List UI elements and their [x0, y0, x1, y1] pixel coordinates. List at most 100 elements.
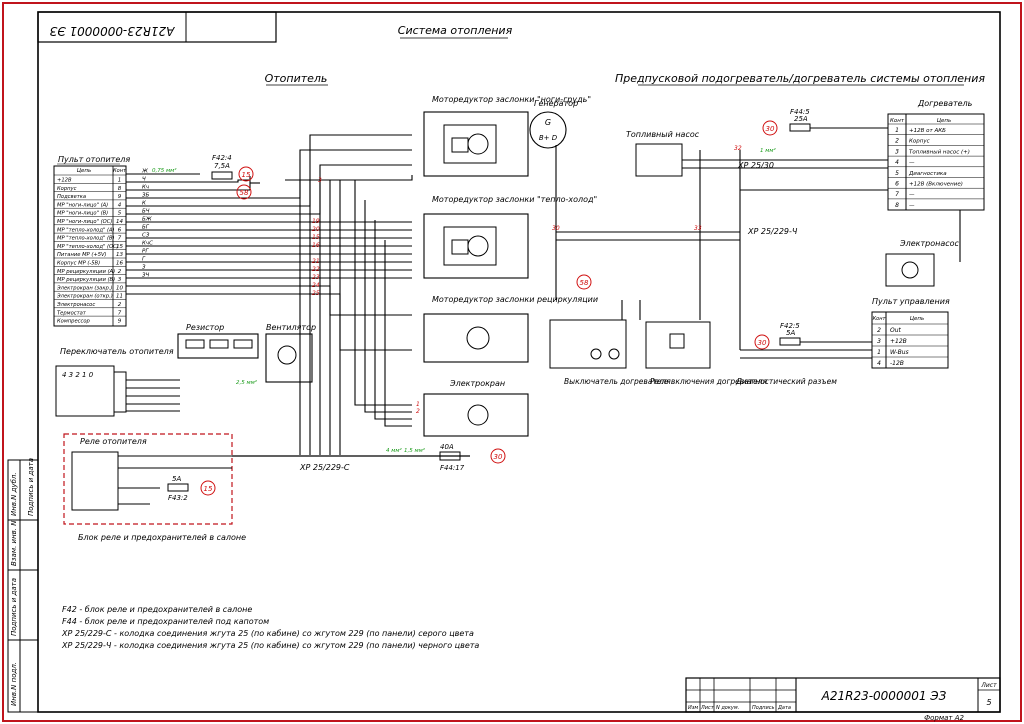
heater2-row-name: —: [909, 192, 915, 198]
svg-text:7,5A: 7,5A: [214, 162, 230, 170]
heater-panel-row-pin: 2: [118, 302, 122, 308]
electrovalve: Электрокран: [423, 379, 529, 437]
svg-text:Моторедуктор заслонки "тепло-х: Моторедуктор заслонки "тепло-холод": [432, 195, 597, 204]
svg-text:30: 30: [766, 125, 775, 133]
svg-text:G: G: [545, 118, 551, 127]
heater-panel-row-name: Электронасос: [56, 302, 95, 308]
heater-panel-row-pin: 11: [116, 294, 123, 300]
stamp-code-rotated: A21R23-0000001 ЭЗ: [49, 24, 175, 38]
heater2-row-pin: 1: [895, 127, 899, 134]
heater2-row-pin: 5: [895, 170, 899, 177]
motor-legs-chest: Моторедуктор заслонки "ноги-грудь": [423, 95, 591, 177]
svg-text:5A: 5A: [786, 329, 795, 337]
heater2-row-name: +12В (Включение): [909, 182, 963, 188]
pin-number: 33: [694, 225, 702, 232]
pin-number: 22: [312, 266, 320, 273]
svg-text:Взам. инв. N: Взам. инв. N: [10, 520, 18, 566]
heater-panel-row-pin: 10: [116, 285, 123, 291]
connector-c: XP 25/229-С: [299, 463, 350, 472]
heater-switch: Переключатель отопителя 4 3 2 1 0: [55, 347, 180, 417]
svg-text:Цепь: Цепь: [910, 316, 925, 322]
svg-text:Конт: Конт: [873, 316, 887, 322]
heater-panel-row-pin: 6: [118, 227, 122, 233]
fuel-pump: Топливный насос: [626, 130, 700, 177]
control-row-name: -12В: [890, 360, 904, 367]
inner-frame: [37, 11, 1001, 713]
wire-size-label: 4 мм²: [386, 447, 403, 454]
control-row-pin: 4: [877, 360, 881, 367]
heater2-row-name: Диагностика: [908, 171, 947, 177]
control-row-pin: 2: [877, 327, 881, 334]
heater-panel-row-name: Подсветка: [57, 194, 86, 200]
wire-label: БЧ: [142, 209, 150, 215]
svg-text:Инв.N подл.: Инв.N подл.: [10, 662, 18, 706]
note: F44 - блок реле и предохранителей под ка…: [62, 617, 269, 626]
svg-text:30: 30: [758, 339, 767, 347]
title-block: Изм Лист N докум. Подпись Дата A21R23-00…: [685, 677, 1001, 713]
pin-number: 16: [312, 242, 320, 249]
wire-label: Г: [142, 257, 146, 263]
svg-text:15: 15: [204, 485, 213, 493]
heater2-row-name: —: [909, 160, 915, 166]
svg-text:Электрокран: Электрокран: [449, 379, 505, 388]
pin-number: 25: [312, 290, 320, 297]
svg-text:Диагностический разъем: Диагностический разъем: [735, 377, 837, 386]
heater-wire-bundle: [126, 134, 413, 455]
sheet-number: 5: [986, 698, 991, 707]
svg-text:5A: 5A: [172, 475, 181, 483]
svg-text:Моторедуктор заслонки рециркул: Моторедуктор заслонки рециркуляции: [432, 295, 598, 304]
heater-panel-row-pin: 3: [118, 277, 122, 283]
resistor: Резистор: [177, 323, 259, 359]
relay-block: Реле отопителя: [63, 433, 233, 525]
pin-number: 20: [312, 226, 320, 233]
electropump: Электронасос: [885, 239, 960, 287]
svg-text:F42:5: F42:5: [780, 322, 800, 330]
svg-text:Резистор: Резистор: [186, 323, 224, 332]
heater-panel-row-pin: 8: [118, 186, 122, 192]
heater-panel-row-pin: 7: [118, 236, 122, 242]
heater-panel-row-pin: 5: [118, 211, 122, 217]
svg-text:Цепь: Цепь: [77, 168, 92, 174]
heater2-row-pin: 3: [895, 148, 899, 155]
svg-text:Цепь: Цепь: [937, 118, 952, 124]
control-row-name: +12В: [890, 338, 907, 345]
svg-text:Топливный насос: Топливный насос: [626, 130, 700, 139]
heater2-row-pin: 8: [895, 202, 899, 209]
heater-panel-row-name: Термостат: [57, 310, 87, 316]
heater2-row-name: +12В от АКБ: [909, 128, 946, 134]
wire-label: З: [142, 265, 146, 271]
switch-preheater: Выключатель догревателя: [549, 319, 671, 386]
note: F42 - блок реле и предохранителей в сало…: [62, 605, 252, 614]
svg-text:58: 58: [240, 189, 249, 197]
wire-label: РГ: [142, 249, 149, 255]
side-label-strip: Инв.N подл. Подпись и дата Взам. инв. N …: [7, 458, 39, 713]
pin-number: 15: [312, 234, 320, 241]
heater-panel-row-name: Питание МР (+5V): [57, 252, 107, 258]
section-preheater: Предпусковой подогреватель/догреватель с…: [615, 72, 985, 85]
svg-text:F44:17: F44:17: [440, 464, 465, 472]
wire-label: КчС: [142, 241, 153, 247]
note: XP 25/229-С - колодка соединения жгута 2…: [61, 629, 474, 638]
heater-panel-row-pin: 13: [116, 252, 123, 258]
control-row-pin: 1: [877, 349, 881, 356]
sheet-title: Система отопления: [398, 24, 513, 37]
wire-label: БГ: [142, 225, 150, 231]
svg-text:F43:2: F43:2: [168, 494, 188, 502]
svg-text:F44:5: F44:5: [790, 108, 810, 116]
fan: Вентилятор: [265, 323, 316, 383]
heater-panel-row-pin: 9: [118, 194, 122, 200]
connector-30: XP 25/30: [737, 161, 774, 170]
svg-text:F42:4: F42:4: [212, 154, 232, 162]
stamp-code: A21R23-0000001 ЭЗ: [821, 689, 947, 703]
heater2-row-name: —: [909, 203, 915, 209]
heater-panel-row-name: Электрокран (закр.): [56, 285, 112, 291]
svg-text:Генератор: Генератор: [534, 99, 578, 108]
svg-text:Вентилятор: Вентилятор: [266, 323, 316, 332]
svg-text:30: 30: [494, 453, 503, 461]
heater-panel-row-name: МР "тепло-холод" (В): [57, 236, 115, 242]
